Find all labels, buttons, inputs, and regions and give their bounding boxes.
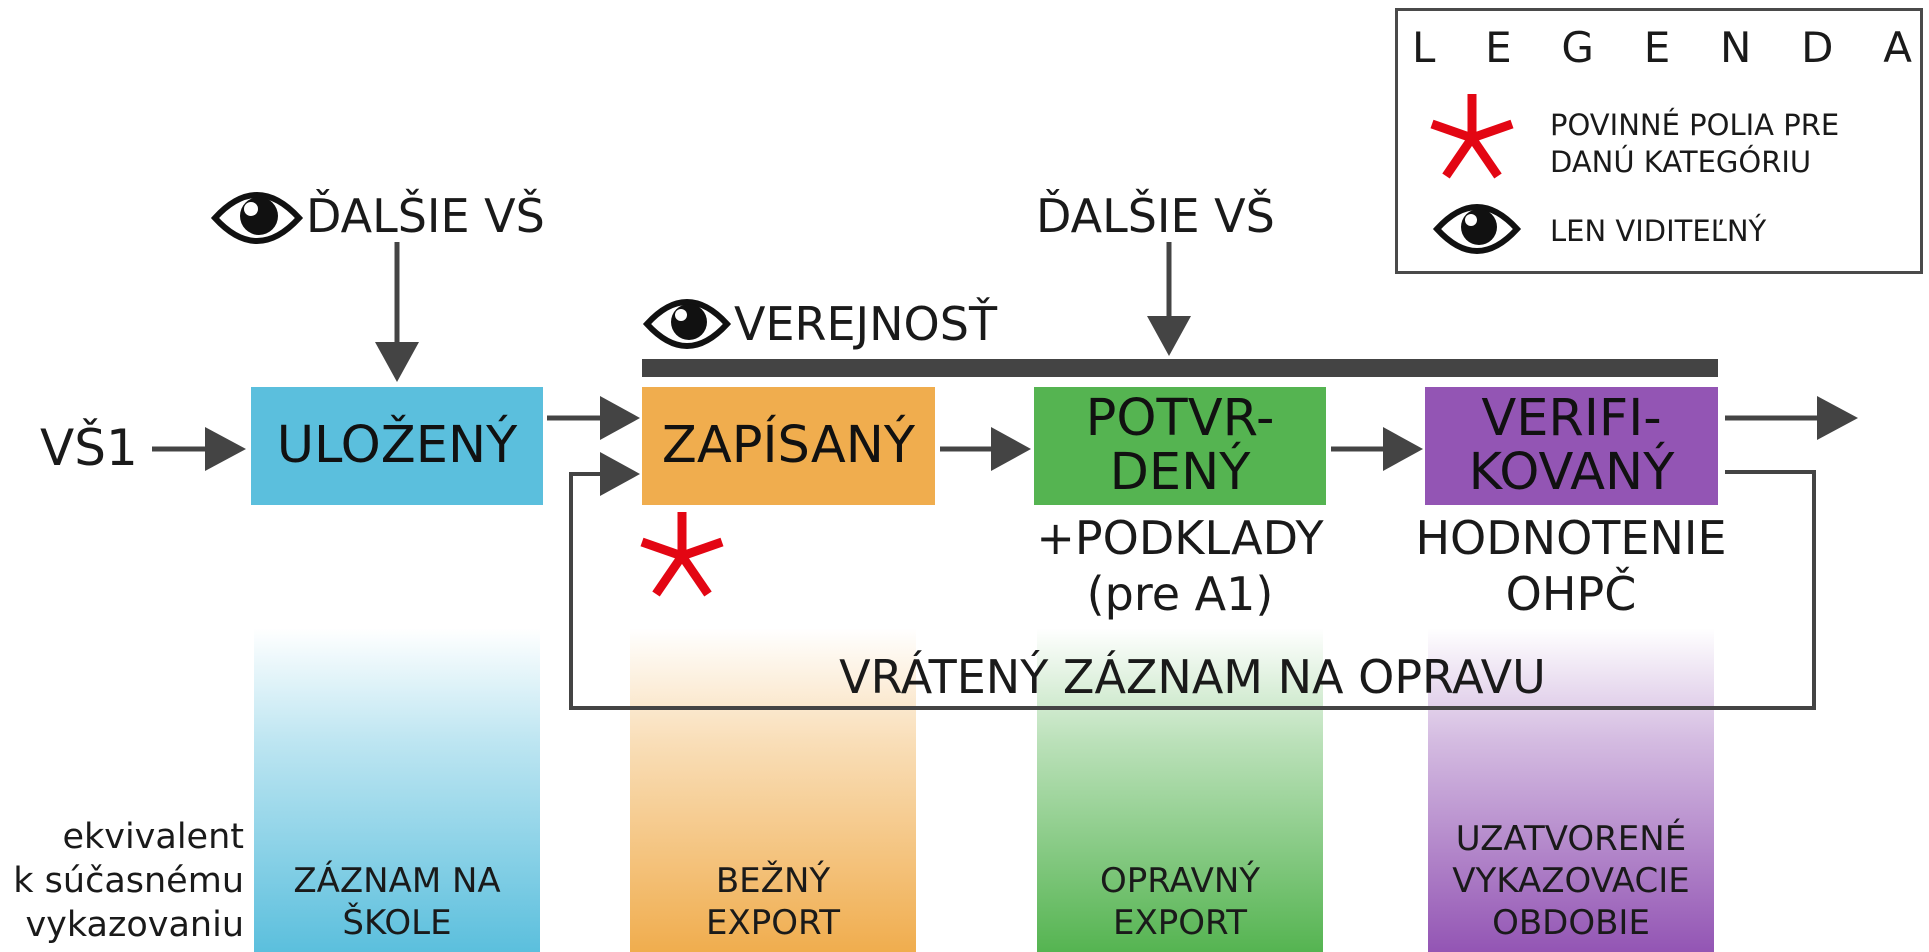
required-asterisk-icon	[1430, 94, 1514, 179]
arrowhead	[375, 342, 419, 382]
public-label: VEREJNOSŤ	[734, 297, 998, 351]
equivalent-label: ekvivalent k súčasnému vykazovaniu	[13, 817, 244, 945]
equivalent-column-label: UZATVORENÉ VYKAZOVACIE OBDOBIE	[1452, 819, 1690, 943]
public-visibility-bar	[642, 359, 1718, 377]
arrowhead	[600, 452, 640, 496]
state-zapisany: ZAPÍSANÝ	[642, 387, 935, 505]
arrowhead	[600, 396, 640, 440]
arrowhead	[1147, 316, 1191, 356]
state-potvrdeny: POTVR- DENÝ	[1034, 387, 1326, 505]
legend: L E G E N D A POVINNÉ POLIA PRE DANÚ KAT…	[1395, 8, 1923, 274]
verifikovany-annotation: HODNOTENIE OHPČ	[1415, 511, 1727, 621]
eye-icon	[210, 192, 304, 244]
equivalent-column-record: ZÁZNAM NA ŠKOLE	[254, 628, 540, 952]
legend-required-label: POVINNÉ POLIA PRE DANÚ KATEGÓRIU	[1550, 108, 1840, 179]
required-asterisk-icon	[640, 512, 724, 597]
equivalent-column-label: BEŽNÝ EXPORT	[706, 861, 840, 943]
arrowhead	[1383, 427, 1423, 471]
equivalent-column-label: OPRAVNÝ EXPORT	[1099, 861, 1261, 943]
source-university-label: VŠ1	[40, 419, 138, 477]
eye-icon	[1432, 204, 1522, 254]
arrowhead	[205, 427, 246, 471]
equivalent-column-export: BEŽNÝ EXPORT	[630, 628, 916, 952]
equivalent-column-label: ZÁZNAM NA ŠKOLE	[293, 861, 501, 943]
arrowhead	[1817, 396, 1858, 440]
returned-record-label: VRÁTENÝ ZÁZNAM NA OPRAVU	[839, 650, 1546, 704]
legend-visible-label: LEN VIDITEĽNÝ	[1550, 214, 1767, 248]
equivalent-column-correction: OPRAVNÝ EXPORT	[1037, 628, 1323, 952]
legend-title: L E G E N D A	[1412, 23, 1912, 72]
other-universities-label: ĎALŠIE VŠ	[306, 189, 545, 243]
potvrdeny-annotation: +PODKLADY (pre A1)	[1036, 511, 1324, 621]
state-verifikovany: VERIFI- KOVANÝ	[1425, 387, 1718, 505]
eye-icon	[642, 299, 732, 349]
return-loop-line	[569, 470, 1816, 710]
other-universities-label: ĎALŠIE VŠ	[1036, 189, 1275, 243]
state-ulozeny: ULOŽENÝ	[251, 387, 543, 505]
arrowhead	[991, 427, 1031, 471]
equivalent-column-closed-period: UZATVORENÉ VYKAZOVACIE OBDOBIE	[1428, 628, 1714, 952]
